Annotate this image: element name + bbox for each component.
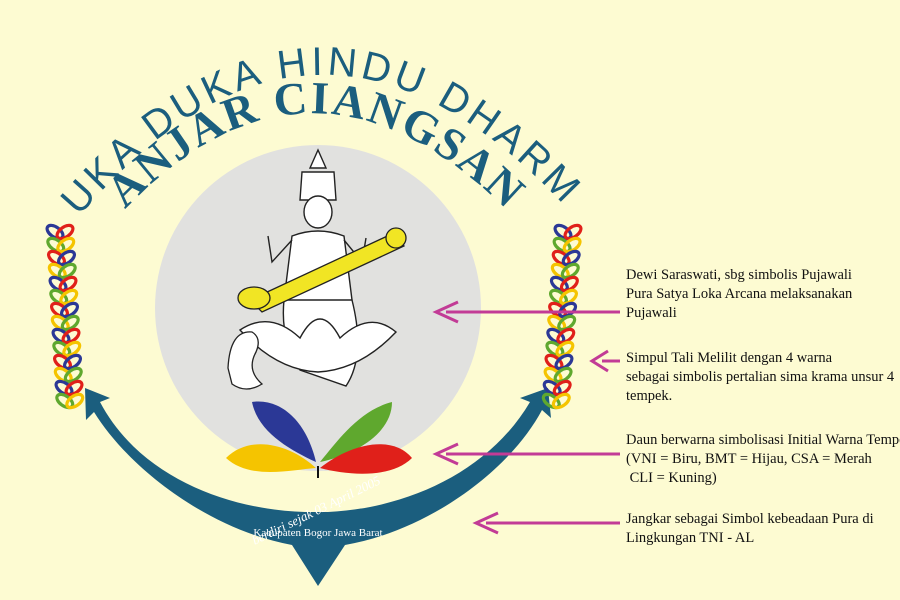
annotation-line: Pujawali xyxy=(626,305,677,321)
annotation-line: CLI = Kuning) xyxy=(626,470,717,486)
annotation-leaves: Daun berwarna simbolisasi Initial Warna … xyxy=(626,431,900,488)
anchor-icon xyxy=(85,388,551,586)
leaf-red-icon xyxy=(320,444,412,474)
annotation-line: Daun berwarna simbolisasi Initial Warna … xyxy=(626,432,900,448)
veena-icon xyxy=(237,227,407,313)
arrow-anchor xyxy=(472,511,620,535)
annotation-line: sebagai simbolis pertalian sima krama un… xyxy=(626,369,895,385)
leaf-blue-icon xyxy=(252,401,316,462)
leaf-yellow-icon xyxy=(226,444,316,472)
annotation-rope: Simpul Tali Melilit dengan 4 warna sebag… xyxy=(626,349,896,406)
arrow-rope xyxy=(589,349,620,373)
location-text: Kabupaten Bogor Jawa Barat xyxy=(253,527,382,539)
swan-icon xyxy=(227,331,264,390)
saraswati-figure-icon xyxy=(238,148,398,387)
annotation-line: Simpul Tali Melilit dengan 4 warna xyxy=(626,350,833,366)
annotation-line: tempek. xyxy=(626,388,673,404)
leaf-green-icon xyxy=(320,402,392,462)
annotation-saraswati: Dewi Saraswati, sbg simbolis Pujawali Pu… xyxy=(626,266,896,323)
annotation-line: Jangkar sebagai Simbol kebeadaan Pura di xyxy=(626,511,874,527)
braided-rope-right-icon xyxy=(541,223,583,410)
arrow-leaves xyxy=(432,442,620,466)
annotation-line: (VNI = Biru, BMT = Hijau, CSA = Merah xyxy=(626,451,872,467)
arrow-saraswati xyxy=(432,300,620,324)
annotation-line: Dewi Saraswati, sbg simbolis Pujawali xyxy=(626,267,852,283)
annotation-anchor: Jangkar sebagai Simbol kebeadaan Pura di… xyxy=(626,510,896,548)
leaf-icon-group xyxy=(226,401,412,478)
annotation-line: Pura Satya Loka Arcana melaksanakan xyxy=(626,286,853,302)
braided-rope-left-icon xyxy=(45,223,85,410)
annotation-line: Lingkungan TNI - AL xyxy=(626,530,755,546)
